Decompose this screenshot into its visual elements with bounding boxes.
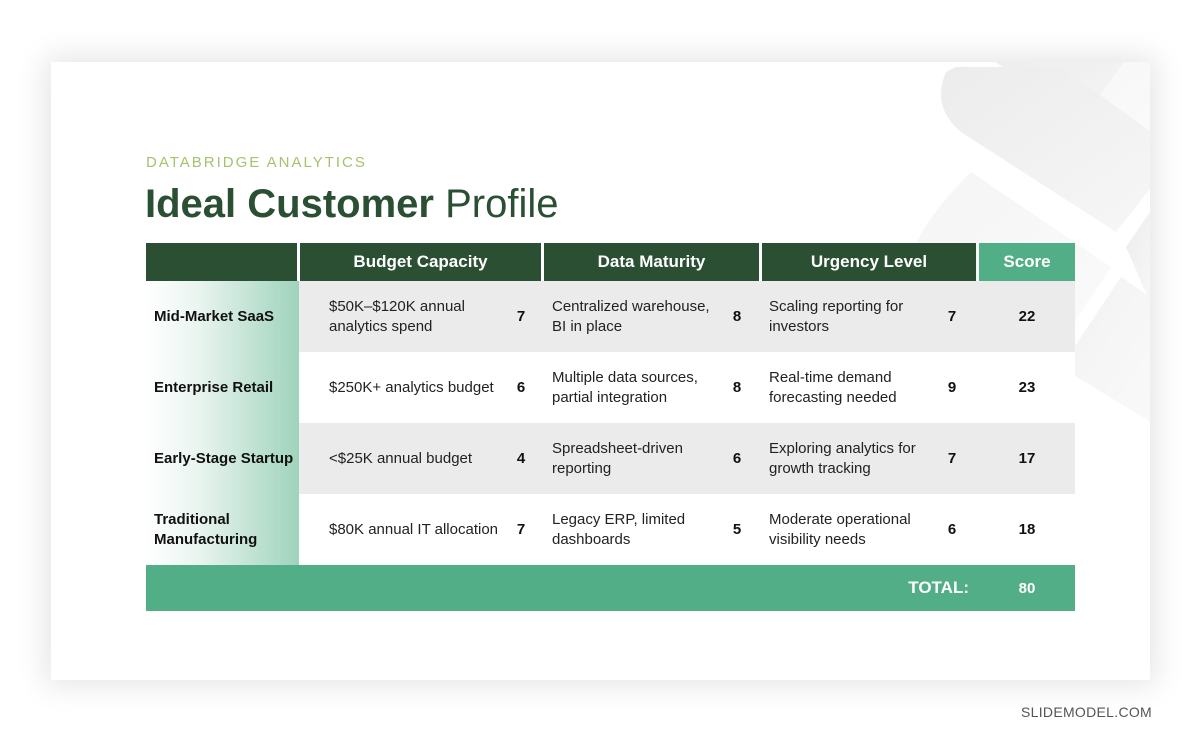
- total-score: 18: [1018, 521, 1036, 538]
- maturity-desc: Spreadsheet-driven reporting: [552, 440, 683, 477]
- urgency-score: 7: [947, 450, 957, 467]
- total-label: TOTAL:: [908, 578, 969, 597]
- maturity-score: 8: [732, 379, 742, 396]
- budget-score: 4: [516, 450, 526, 467]
- total-score: 17: [1018, 450, 1036, 467]
- icp-table: Budget Capacity Data Maturity Urgency Le…: [146, 243, 1075, 611]
- table-row: Mid-Market SaaS $50K–$120K annual analyt…: [146, 281, 1075, 352]
- budget-score: 6: [516, 379, 526, 396]
- total-row: TOTAL: 80: [146, 565, 1075, 611]
- urgency-desc: Exploring analytics for growth tracking: [769, 440, 916, 477]
- urgency-desc: Moderate operational visibility needs: [769, 511, 911, 548]
- maturity-desc: Centralized warehouse, BI in place: [552, 298, 710, 335]
- slide: DATABRIDGE ANALYTICS Ideal Customer Prof…: [51, 62, 1150, 680]
- urgency-desc: Real-time demand forecasting needed: [769, 369, 897, 406]
- header-budget: Budget Capacity: [300, 243, 541, 281]
- budget-desc: $250K+ analytics budget: [329, 378, 494, 396]
- title-bold: Ideal Customer: [145, 182, 434, 226]
- total-score: 23: [1018, 379, 1036, 396]
- urgency-score: 9: [947, 379, 957, 396]
- maturity-score: 6: [732, 450, 742, 467]
- segment-label: Traditional Manufacturing: [146, 494, 299, 565]
- table-header: Budget Capacity Data Maturity Urgency Le…: [146, 243, 1075, 281]
- budget-desc: <$25K annual budget: [329, 449, 473, 467]
- segment-label: Enterprise Retail: [146, 352, 299, 423]
- total-value: 80: [1018, 579, 1036, 597]
- header-maturity: Data Maturity: [544, 243, 759, 281]
- budget-score: 7: [516, 521, 526, 538]
- maturity-desc: Legacy ERP, limited dashboards: [552, 511, 686, 548]
- header-score: Score: [979, 243, 1075, 281]
- company-eyebrow: DATABRIDGE ANALYTICS: [146, 154, 367, 171]
- segment-label: Mid-Market SaaS: [146, 281, 299, 352]
- page-title: Ideal Customer Profile: [145, 182, 558, 227]
- budget-score: 7: [516, 308, 526, 325]
- maturity-desc: Multiple data sources, partial integrati…: [552, 369, 698, 406]
- urgency-score: 6: [947, 521, 957, 538]
- header-segment: [146, 243, 297, 281]
- budget-desc: $80K annual IT allocation: [329, 520, 499, 538]
- segment-label: Early-Stage Startup: [146, 423, 299, 494]
- watermark: SLIDEMODEL.COM: [1021, 704, 1152, 720]
- urgency-desc: Scaling reporting for investors: [769, 298, 904, 335]
- total-score: 22: [1018, 308, 1036, 325]
- title-light: Profile: [445, 182, 559, 226]
- table-row: Enterprise Retail $250K+ analytics budge…: [146, 352, 1075, 423]
- urgency-score: 7: [947, 308, 957, 325]
- maturity-score: 8: [732, 308, 742, 325]
- maturity-score: 5: [732, 521, 742, 538]
- table-row: Traditional Manufacturing $80K annual IT…: [146, 494, 1075, 565]
- header-urgency: Urgency Level: [762, 243, 976, 281]
- table-row: Early-Stage Startup <$25K annual budget …: [146, 423, 1075, 494]
- budget-desc: $50K–$120K annual analytics spend: [329, 298, 465, 335]
